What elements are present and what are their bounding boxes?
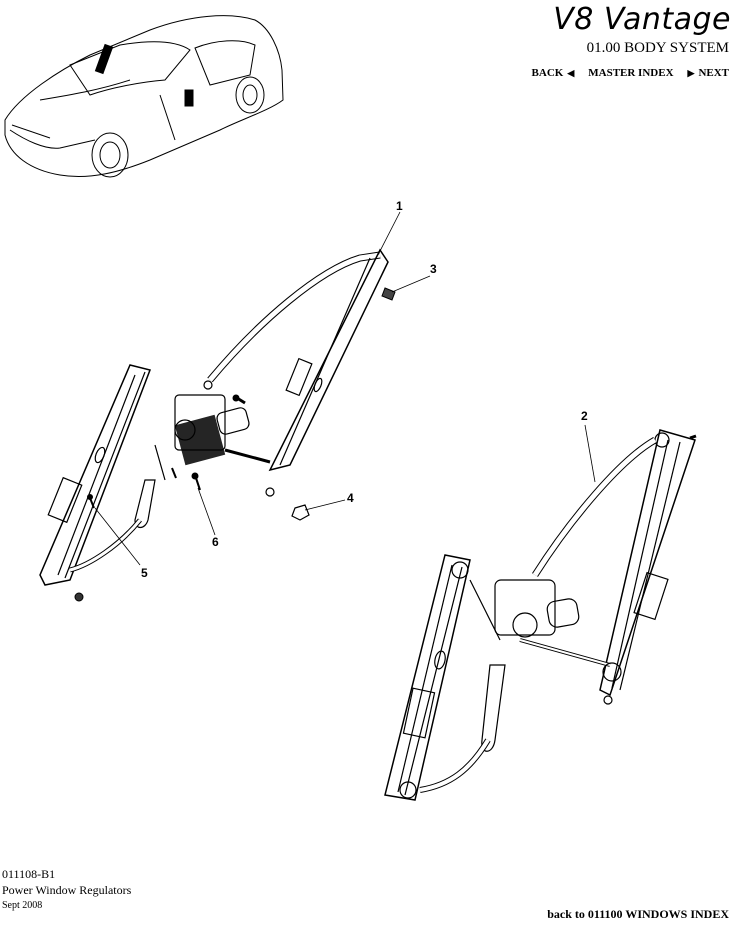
next-link[interactable]: ▶ NEXT — [688, 67, 729, 79]
callout-1: 1 — [396, 199, 403, 213]
callout-4: 4 — [347, 491, 354, 505]
diagram-title: Power Window Regulators — [2, 883, 132, 897]
next-label: NEXT — [698, 67, 729, 79]
callout-5: 5 — [141, 566, 148, 580]
window-regulator-2 — [384, 429, 697, 801]
fasteners — [74, 287, 396, 602]
back-label: BACK — [531, 67, 564, 79]
master-index-label: MASTER INDEX — [588, 67, 674, 79]
next-arrow-icon: ▶ — [687, 67, 695, 78]
car-thumbnail — [4, 15, 284, 178]
publication-date: Sept 2008 — [2, 900, 43, 911]
part-code: 011108-B1 — [2, 867, 56, 881]
navigation-bar: BACK ◀ MASTER INDEX ▶ NEXT — [532, 67, 729, 79]
master-index-link[interactable]: MASTER INDEX — [588, 67, 673, 79]
back-link[interactable]: BACK ◀ — [532, 67, 575, 79]
back-arrow-icon: ◀ — [567, 67, 575, 78]
callout-2: 2 — [581, 409, 588, 423]
section-title: 01.00 BODY SYSTEM — [586, 40, 729, 56]
window-regulator-1 — [39, 248, 389, 586]
brand-logo: V8 Vantage — [553, 2, 731, 37]
back-to-index-link[interactable]: back to 011100 WINDOWS INDEX — [547, 907, 729, 921]
callout-6: 6 — [212, 535, 219, 549]
callout-leaders — [94, 211, 596, 566]
footer-info: 011108-B1 Power Window Regulators Sept 2… — [2, 866, 131, 914]
callout-3: 3 — [430, 262, 437, 276]
